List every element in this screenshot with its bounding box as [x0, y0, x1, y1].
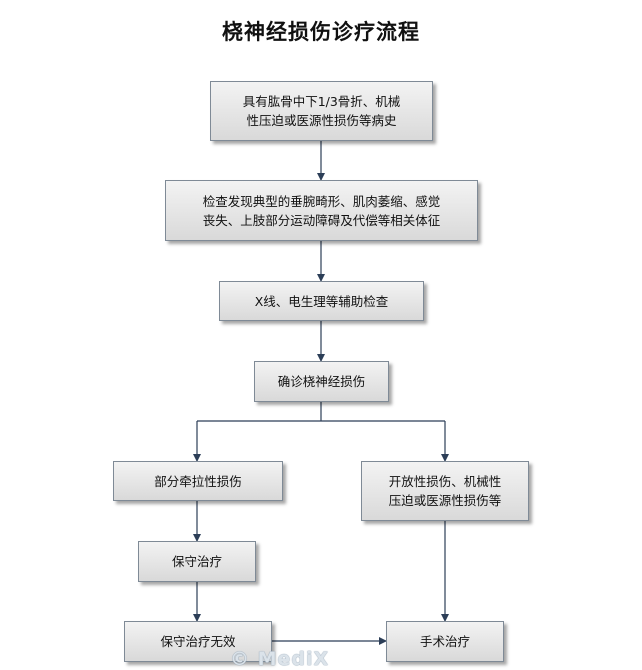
node-diagnosis: 确诊桡神经损伤: [254, 361, 389, 402]
node-history: 具有肱骨中下1/3骨折、机械 性压迫或医源性损伤等病史: [210, 81, 433, 141]
node-exam: 检查发现典型的垂腕畸形、肌肉萎缩、感觉 丧失、上肢部分运动障碍及代偿等相关体征: [165, 180, 478, 241]
watermark-logo: © MediX: [230, 648, 330, 670]
page-title: 桡神经损伤诊疗流程: [222, 20, 420, 44]
node-aux-exam: X线、电生理等辅助检查: [219, 281, 424, 321]
node-ineffective: 保守治疗无效: [124, 621, 272, 662]
node-conservative: 保守治疗: [138, 541, 256, 582]
node-open-injury: 开放性损伤、机械性 压迫或医源性损伤等: [361, 461, 529, 521]
node-surgery: 手术治疗: [386, 621, 504, 662]
node-partial-injury: 部分牵拉性损伤: [113, 461, 283, 501]
